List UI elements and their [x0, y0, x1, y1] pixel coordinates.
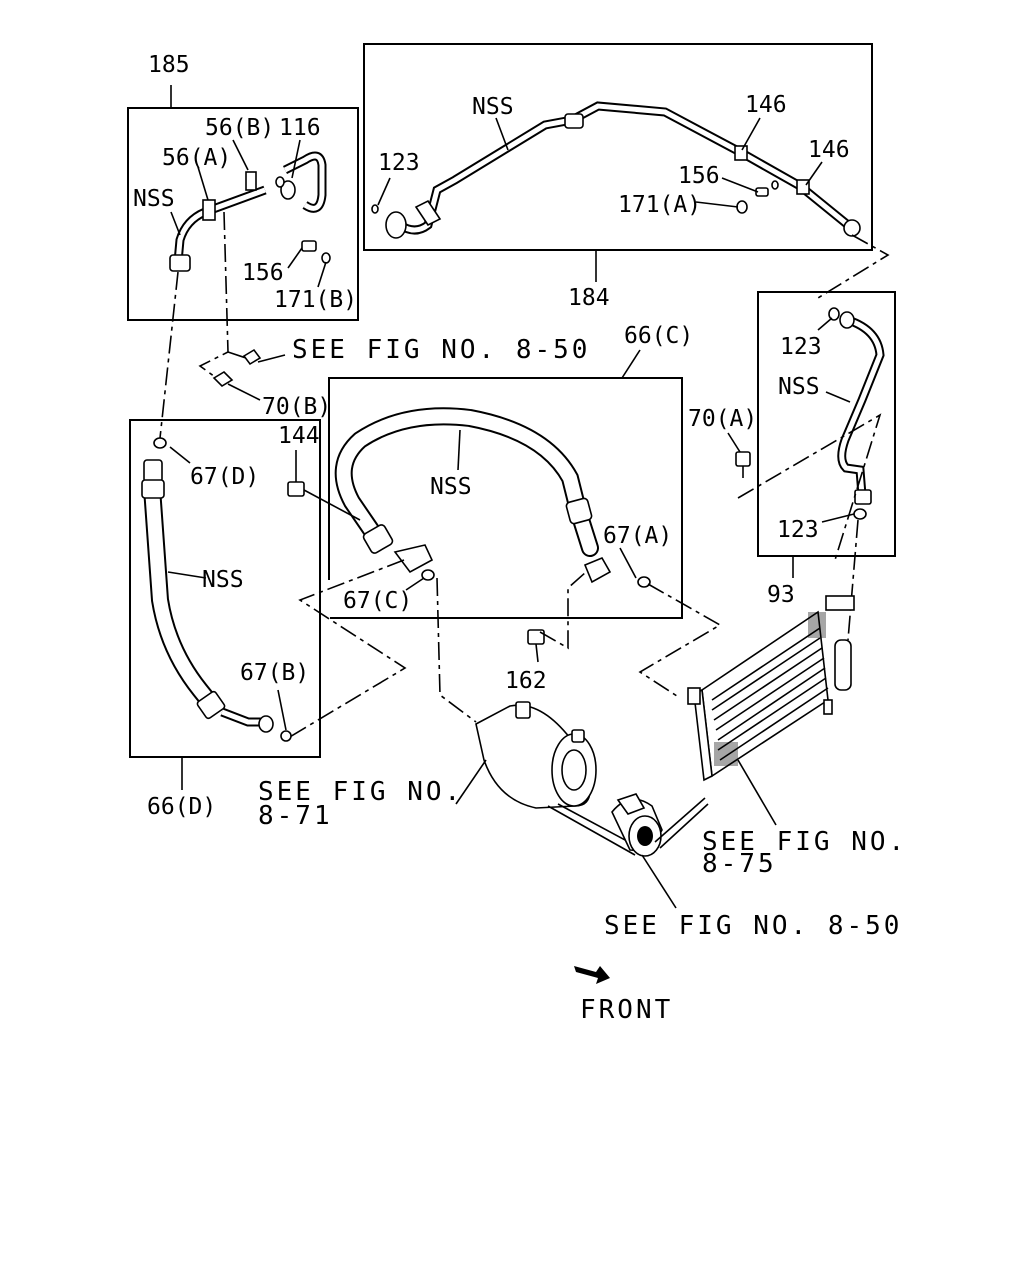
label-see-fig-8-71-line2: 8-71 [258, 801, 333, 831]
compressor [475, 701, 597, 809]
condenser [687, 595, 855, 782]
label-see-fig-8-75-line2: 8-75 [702, 849, 777, 879]
label-116: 116 [279, 115, 321, 141]
label-123-93-bottom: 123 [777, 517, 819, 543]
box-66d [129, 419, 321, 758]
box-184 [363, 43, 873, 251]
label-123-93-top: 123 [780, 334, 822, 360]
label-162: 162 [505, 668, 547, 694]
label-156-185: 156 [242, 260, 284, 286]
pipe-93 [828, 307, 885, 520]
label-171a: 171(A) [618, 192, 701, 218]
label-146-b: 146 [808, 137, 850, 163]
label-156-184: 156 [678, 163, 720, 189]
label-171b: 171(B) [274, 287, 357, 313]
label-nss-185: NSS [133, 186, 175, 212]
label-67d: 67(D) [190, 464, 259, 490]
label-front: FRONT [580, 995, 673, 1025]
label-93: 93 [767, 582, 795, 608]
label-56a: 56(A) [162, 145, 231, 171]
label-70a: 70(A) [688, 406, 757, 432]
label-nss-66c: NSS [430, 474, 472, 500]
pipe-185 [169, 151, 331, 272]
label-67a: 67(A) [603, 523, 672, 549]
front-arrow-icon [574, 966, 610, 984]
screw-upper [242, 348, 286, 366]
hose-66c [287, 407, 651, 588]
label-184: 184 [568, 285, 610, 311]
label-see-fig-8-71-line1: SEE FIG NO. [258, 777, 463, 807]
hose-66d [141, 437, 292, 742]
label-see-fig-8-50-upper: SEE FIG NO. 8-50 [292, 335, 590, 365]
label-67c: 67(C) [343, 588, 412, 614]
label-67b: 67(B) [240, 660, 309, 686]
label-146-a: 146 [745, 92, 787, 118]
label-70b: 70(B) [262, 394, 331, 420]
label-nss-184: NSS [472, 94, 514, 120]
label-56b: 56(B) [205, 115, 274, 141]
box-66c [328, 377, 683, 619]
screw-70a [735, 451, 751, 478]
label-nss-66d: NSS [202, 567, 244, 593]
box-185 [127, 107, 359, 321]
label-66d: 66(D) [147, 794, 216, 820]
pipe-184 [371, 101, 861, 239]
bracket-belt [547, 793, 709, 857]
label-66c: 66(C) [624, 323, 693, 349]
screw-70b [212, 370, 261, 401]
label-144: 144 [278, 423, 320, 449]
label-185: 185 [148, 52, 190, 78]
label-see-fig-8-75-line1: SEE FIG NO. [702, 827, 907, 857]
label-see-fig-8-50-lower: SEE FIG NO. 8-50 [604, 911, 902, 941]
label-123-184: 123 [378, 150, 420, 176]
label-nss-93: NSS [778, 374, 820, 400]
